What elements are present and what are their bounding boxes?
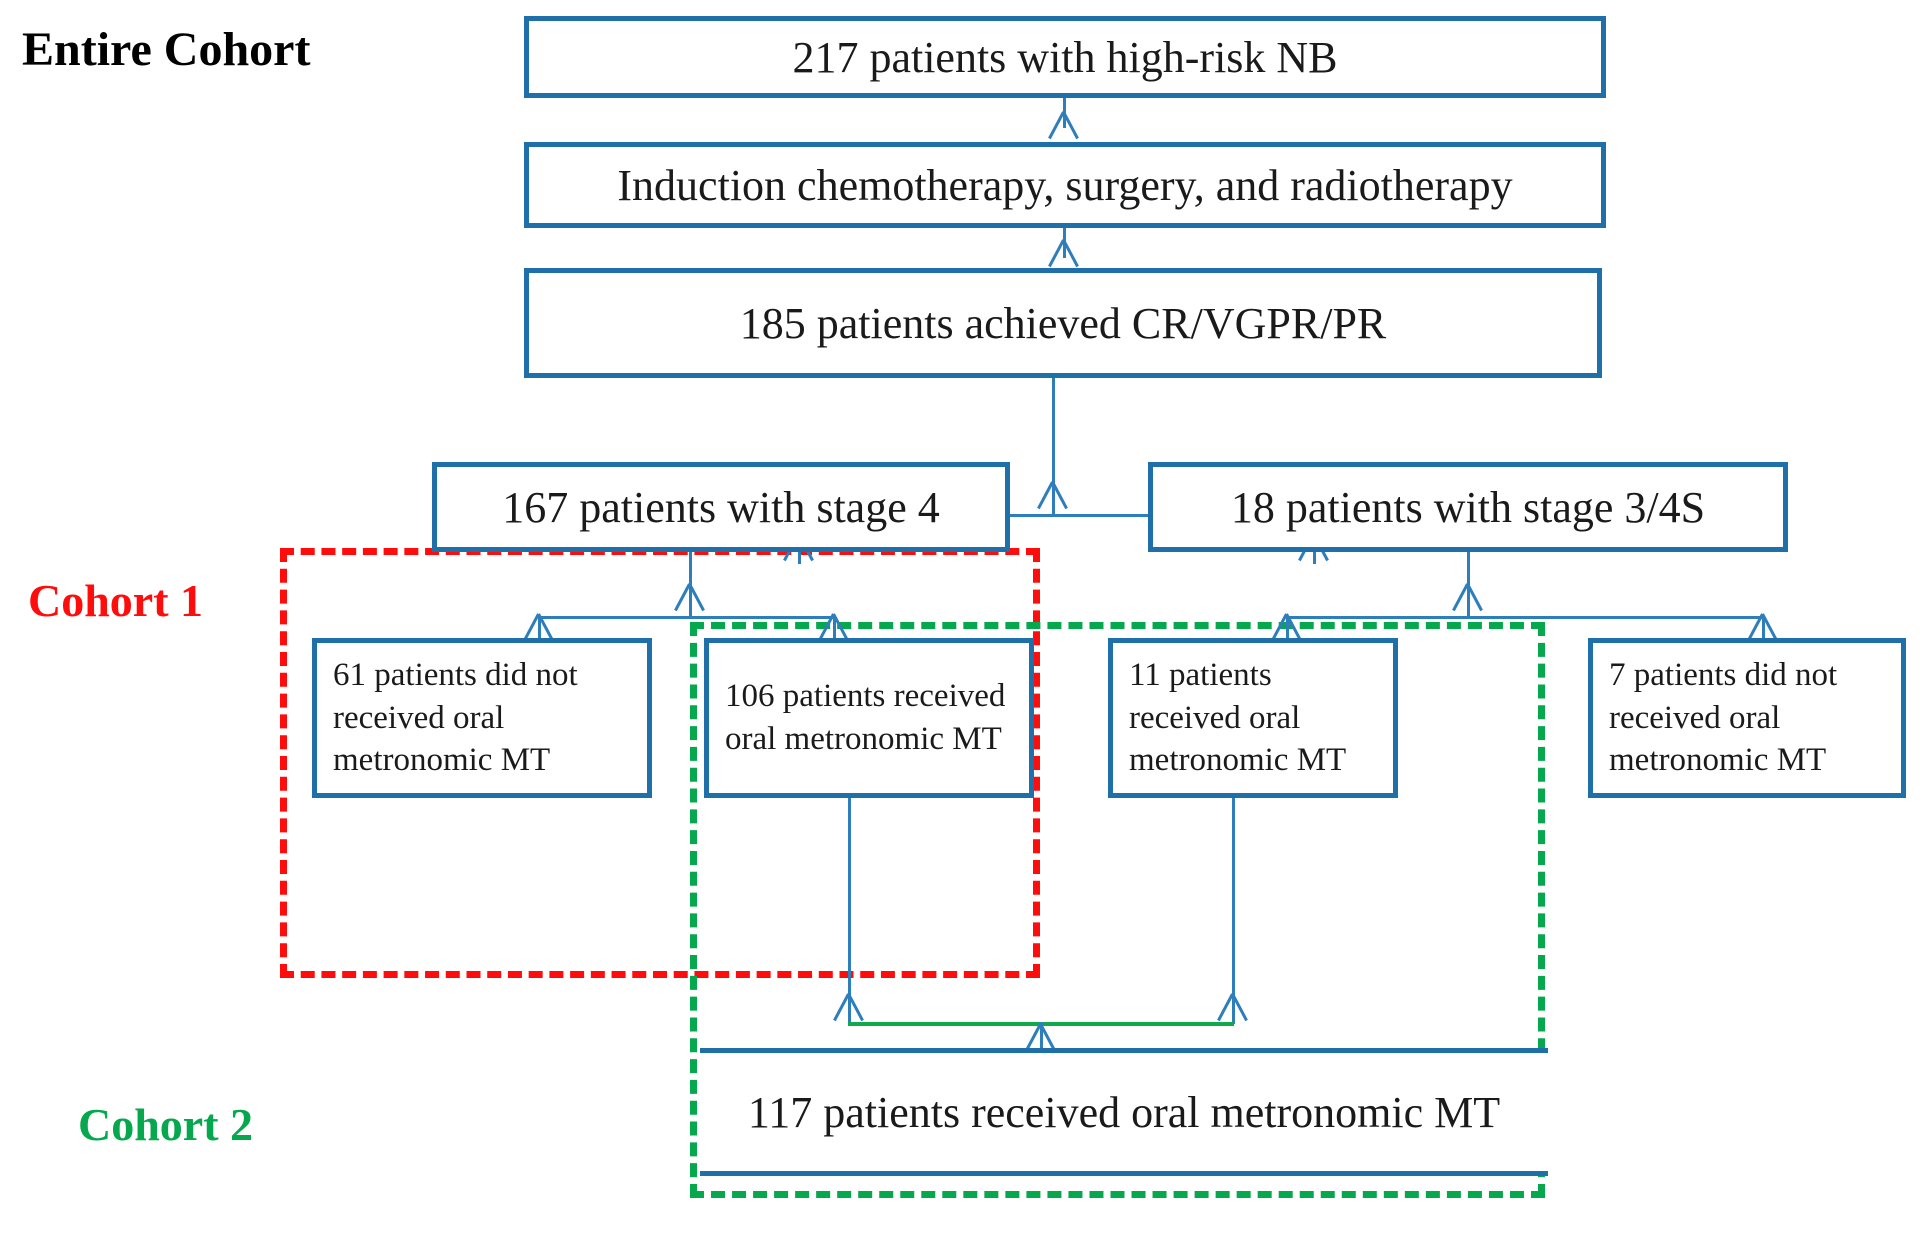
node-mt-stage4[interactable]: 106 patients received oral metronomic MT (704, 638, 1034, 798)
node-no-mt-stage4[interactable]: 61 patients did not received oral metron… (312, 638, 652, 798)
arrowhead-treatment-to-response (1049, 240, 1079, 266)
arrowhead-mt-stage4-down (834, 994, 864, 1020)
arrowhead-stage4-down (675, 584, 705, 610)
connector-mt-stage4-down (848, 798, 851, 1024)
node-no-mt-stage34s[interactable]: 7 patients did not received oral metrono… (1588, 638, 1906, 798)
node-enrolled[interactable]: 217 patients with high-risk NB (524, 16, 1606, 98)
node-stage4-label: 167 patients with stage 4 (502, 482, 940, 532)
node-mt-stage4-label: 106 patients received oral metronomic MT (725, 678, 1006, 757)
arrowhead-stage34s-to-no-mt (1748, 614, 1778, 640)
node-mt-total[interactable]: 117 patients received oral metronomic MT (700, 1048, 1548, 1176)
node-stage34s[interactable]: 18 patients with stage 3/4S (1148, 462, 1788, 552)
node-mt-stage34s-label: 11 patients received oral metronomic MT (1129, 656, 1347, 779)
node-stage4[interactable]: 167 patients with stage 4 (432, 462, 1010, 552)
group-label-entire-cohort: Entire Cohort (22, 23, 311, 76)
node-treatment[interactable]: Induction chemotherapy, surgery, and rad… (524, 142, 1606, 228)
arrowhead-mt-stage34s-down (1218, 994, 1248, 1020)
arrowhead-response-down (1038, 482, 1068, 508)
arrowhead-stage34s-to-mt (1272, 614, 1302, 640)
arrowhead-merge-to-total (1026, 1024, 1056, 1050)
connector-response-down (1052, 378, 1055, 514)
node-stage34s-label: 18 patients with stage 3/4S (1230, 482, 1706, 532)
arrowhead-enrolled-to-treatment (1049, 112, 1079, 138)
node-enrolled-label: 217 patients with high-risk NB (792, 32, 1338, 82)
split-bar-stage34s (1286, 616, 1764, 619)
node-response[interactable]: 185 patients achieved CR/VGPR/PR (524, 268, 1602, 378)
node-no-mt-stage34s-label: 7 patients did not received oral metrono… (1609, 656, 1838, 779)
arrowhead-stage4-to-mt (819, 614, 849, 640)
split-bar-response (798, 514, 1316, 517)
node-mt-total-label: 117 patients received oral metronomic MT (747, 1087, 1501, 1137)
connector-mt-stage34s-down (1232, 798, 1235, 1024)
node-mt-stage34s[interactable]: 11 patients received oral metronomic MT (1108, 638, 1398, 798)
node-response-label: 185 patients achieved CR/VGPR/PR (739, 298, 1387, 348)
arrowhead-stage4-to-no-mt (524, 614, 554, 640)
split-bar-stage4 (538, 616, 836, 619)
node-no-mt-stage4-label: 61 patients did not received oral metron… (333, 656, 578, 779)
group-label-cohort-1: Cohort 1 (28, 575, 204, 626)
group-label-cohort-2: Cohort 2 (78, 1099, 254, 1150)
arrowhead-stage34s-down (1453, 584, 1483, 610)
node-treatment-label: Induction chemotherapy, surgery, and rad… (617, 160, 1513, 210)
